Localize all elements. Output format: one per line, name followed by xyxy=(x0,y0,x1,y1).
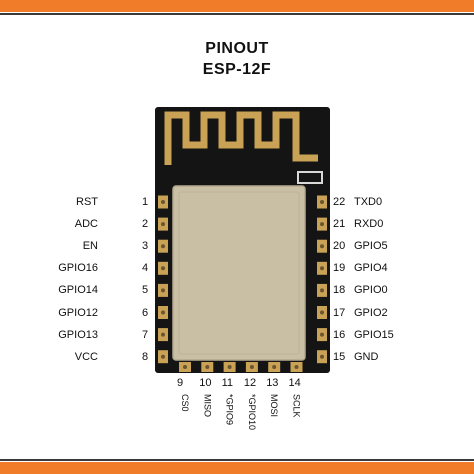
pin-name-19: GPIO4 xyxy=(354,262,388,275)
pad-right-20-hole xyxy=(320,244,324,249)
pad-right-18-hole xyxy=(320,288,324,293)
title-module: ESP-12F xyxy=(202,61,272,78)
pad-left-4-hole xyxy=(161,266,165,271)
pad-left-2-hole xyxy=(161,222,165,227)
pin-name-10: MISO xyxy=(202,394,213,418)
pad-bottom-9-hole xyxy=(183,365,187,369)
pin-name-14: SCLK xyxy=(291,394,302,418)
pin-number-19: 19 xyxy=(333,262,346,275)
pin-name-13: MOSI xyxy=(269,394,280,418)
pad-bottom-12-hole xyxy=(249,365,254,369)
pad-left-7-hole xyxy=(161,332,165,337)
pin-name-22: TXD0 xyxy=(354,196,383,208)
pin-number-10: 10 xyxy=(199,377,212,389)
pin-name-5: GPIO14 xyxy=(58,284,98,297)
pad-left-8-hole xyxy=(161,354,165,359)
pin-number-3: 3 xyxy=(142,240,149,253)
pin-name-8: VCC xyxy=(74,350,98,363)
pin-name-18: GPIO0 xyxy=(354,284,388,297)
pin-number-2: 2 xyxy=(142,218,149,231)
pcb-antenna xyxy=(164,111,318,165)
pin-name-12: *GPIO10 xyxy=(246,394,257,431)
pin-number-20: 20 xyxy=(333,240,346,253)
pin-name-3: EN xyxy=(82,240,98,253)
bottom-divider xyxy=(0,459,474,461)
pad-right-21-hole xyxy=(320,222,324,227)
pad-bottom-11-hole xyxy=(227,365,232,369)
pad-left-3-hole xyxy=(161,244,165,249)
pin-name-1: RST xyxy=(76,196,98,208)
pin-number-13: 13 xyxy=(266,377,279,389)
bottom-orange-band xyxy=(0,462,474,474)
rf-shield xyxy=(172,185,306,361)
pin-number-16: 16 xyxy=(333,328,346,341)
pad-right-16-hole xyxy=(320,332,324,337)
pad-left-5-hole xyxy=(161,288,165,293)
pin-number-9: 9 xyxy=(177,377,184,389)
top-orange-band xyxy=(0,0,474,12)
pad-bottom-14-hole xyxy=(294,365,299,369)
pad-bottom-10-hole xyxy=(205,365,210,369)
pin-number-8: 8 xyxy=(142,350,149,363)
led-indicator xyxy=(297,171,323,184)
top-divider xyxy=(0,13,474,15)
pin-name-20: GPIO5 xyxy=(354,240,388,253)
pin-name-17: GPIO2 xyxy=(354,306,388,319)
pin-name-2: ADC xyxy=(74,218,98,231)
pin-number-12: 12 xyxy=(243,377,257,389)
pin-name-15: GND xyxy=(354,350,379,363)
pin-name-21: RXD0 xyxy=(354,218,384,231)
pin-number-5: 5 xyxy=(142,284,149,297)
pin-number-6: 6 xyxy=(142,306,149,319)
pin-number-4: 4 xyxy=(142,262,149,275)
pin-number-22: 22 xyxy=(333,196,346,208)
title-pinout: PINOUT xyxy=(205,40,269,57)
pin-number-11: 11 xyxy=(221,377,234,389)
pad-bottom-13-hole xyxy=(272,365,277,369)
pin-name-9: CS0 xyxy=(180,394,190,412)
pin-name-11: *GPIO9 xyxy=(224,394,235,426)
pin-name-6: GPIO12 xyxy=(58,306,98,319)
pin-number-14: 14 xyxy=(288,377,301,389)
pad-right-17-hole xyxy=(320,310,324,315)
pad-left-1-hole xyxy=(161,200,165,204)
pin-name-7: GPIO13 xyxy=(58,328,98,341)
rf-shield-inner xyxy=(178,191,300,355)
pin-name-16: GPIO15 xyxy=(354,328,394,341)
pin-number-1: 1 xyxy=(142,196,149,208)
pin-number-7: 7 xyxy=(142,328,149,341)
pad-right-15-hole xyxy=(320,354,324,359)
pad-right-22-hole xyxy=(320,200,324,204)
castellated-pads xyxy=(158,195,327,372)
pin-number-15: 15 xyxy=(333,350,346,363)
pin-number-18: 18 xyxy=(333,284,346,297)
pin-name-4: GPIO16 xyxy=(58,262,98,275)
pad-right-19-hole xyxy=(320,266,324,271)
pad-left-6-hole xyxy=(161,310,165,315)
pin-number-17: 17 xyxy=(333,306,346,319)
pin-number-21: 21 xyxy=(333,218,346,231)
